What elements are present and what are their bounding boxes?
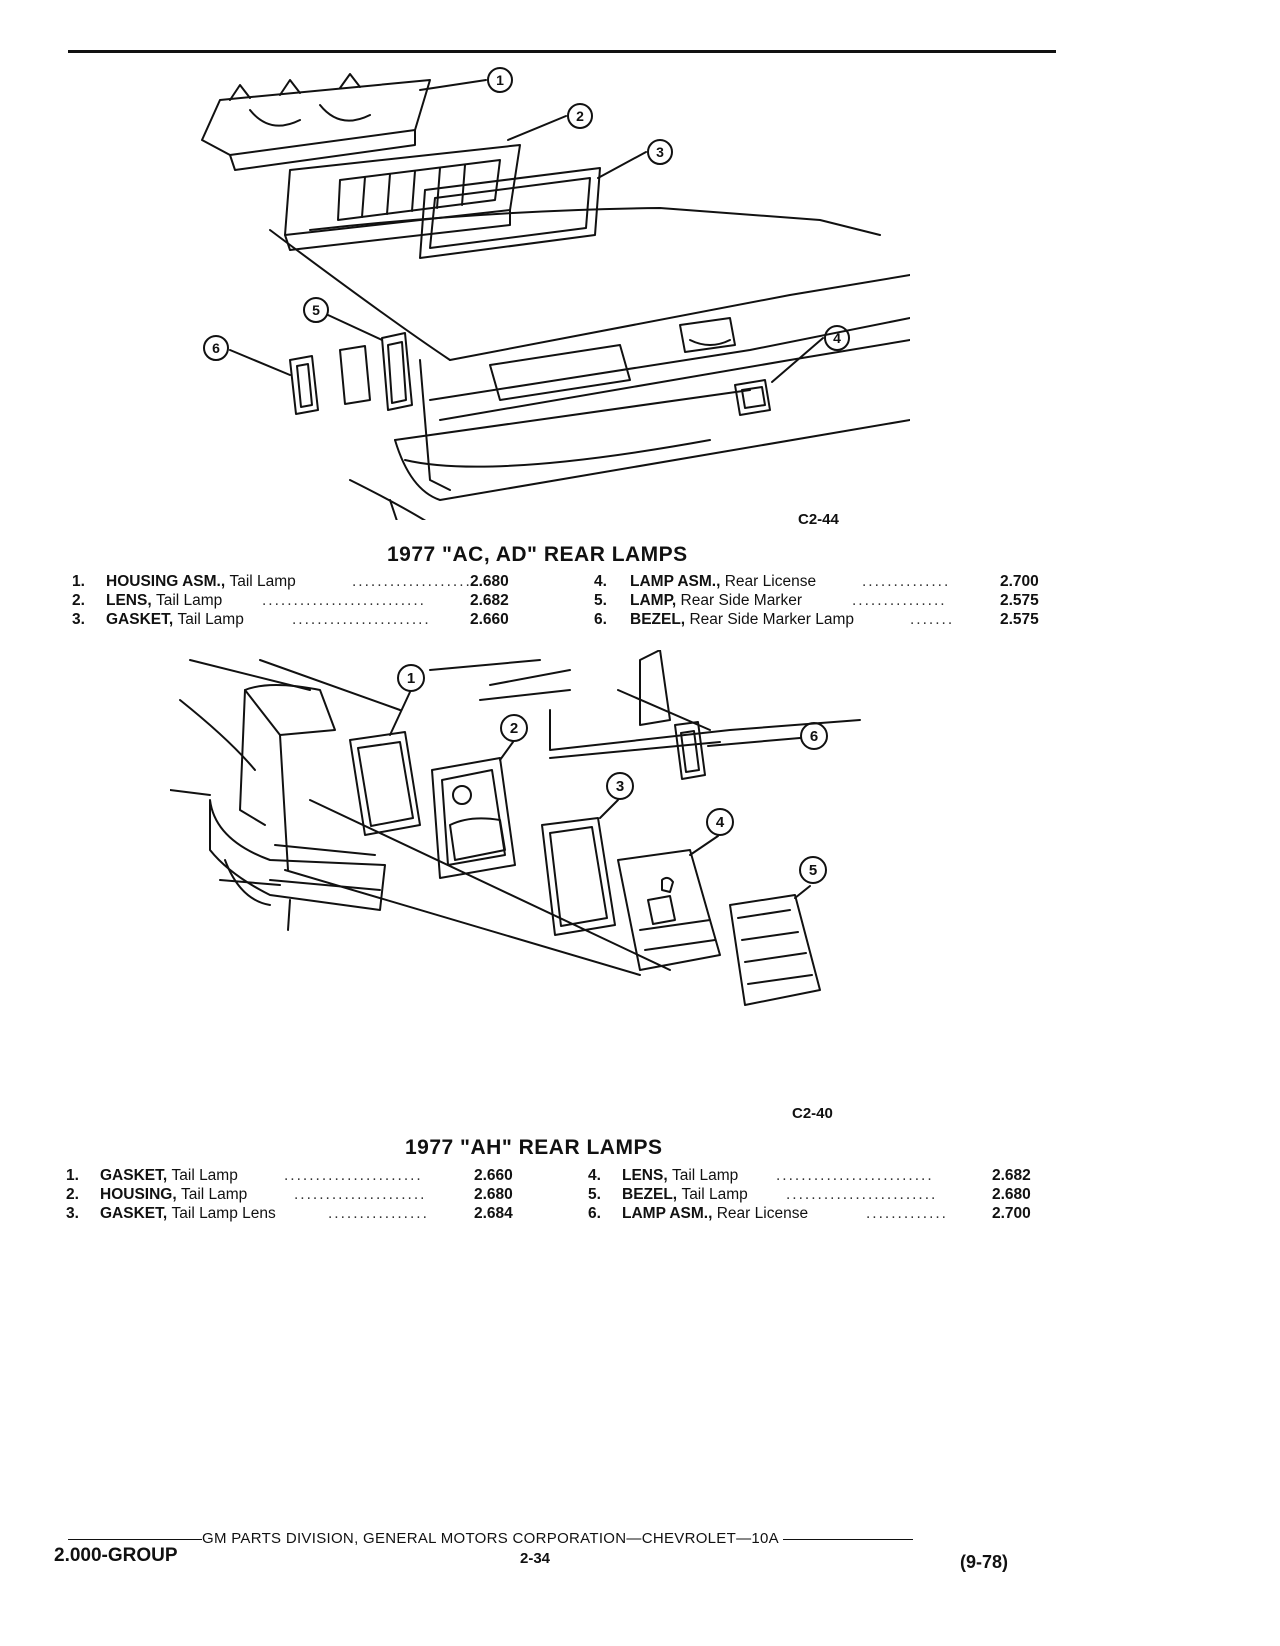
parts-list-ah: 1. GASKET, Tail Lamp ...................… xyxy=(66,1166,1046,1223)
list-item: 1. HOUSING ASM., Tail Lamp .............… xyxy=(72,573,1039,590)
footer-publisher-line: GM PARTS DIVISION, GENERAL MOTORS CORPOR… xyxy=(68,1530,913,1547)
callout-label: 3 xyxy=(616,778,624,795)
list-item: 2. LENS, Tail Lamp .....................… xyxy=(72,592,1039,609)
figure-code: C2-40 xyxy=(792,1105,833,1122)
callout-label: 6 xyxy=(212,340,220,356)
callout-label: 3 xyxy=(656,144,664,160)
callout-label: 4 xyxy=(833,330,841,346)
parts-list-ac-ad: 1. HOUSING ASM., Tail Lamp .............… xyxy=(72,572,1052,629)
callout-label: 5 xyxy=(312,302,320,318)
callout-label: 4 xyxy=(716,814,725,831)
callout-label: 6 xyxy=(810,728,818,745)
section-title: 1977 "AC, AD" REAR LAMPS xyxy=(387,543,688,566)
callout-label: 2 xyxy=(510,720,518,737)
footer-page-number: 2-34 xyxy=(520,1550,551,1567)
figure-ah-rear-lamps: 1 2 3 4 5 6 xyxy=(170,650,890,1100)
callout-label: 2 xyxy=(576,108,584,124)
figure-code: C2-44 xyxy=(798,511,839,528)
footer-date: (9-78) xyxy=(960,1552,1009,1572)
callout-label: 5 xyxy=(809,862,817,879)
section-title: 1977 "AH" REAR LAMPS xyxy=(405,1136,663,1159)
list-item: 2. HOUSING, Tail Lamp ..................… xyxy=(66,1186,1031,1203)
top-rule xyxy=(68,50,1056,53)
list-item: 3. GASKET, Tail Lamp Lens ..............… xyxy=(66,1205,1031,1222)
figure-ac-ad-rear-lamps: 1 2 3 4 5 6 xyxy=(190,60,910,520)
list-item: 1. GASKET, Tail Lamp ...................… xyxy=(66,1167,1031,1184)
callout-label: 1 xyxy=(496,72,504,88)
footer-group: 2.000-GROUP xyxy=(54,1545,178,1566)
list-item: 3. GASKET, Tail Lamp ...................… xyxy=(72,611,1039,628)
callout-label: 1 xyxy=(407,670,415,687)
